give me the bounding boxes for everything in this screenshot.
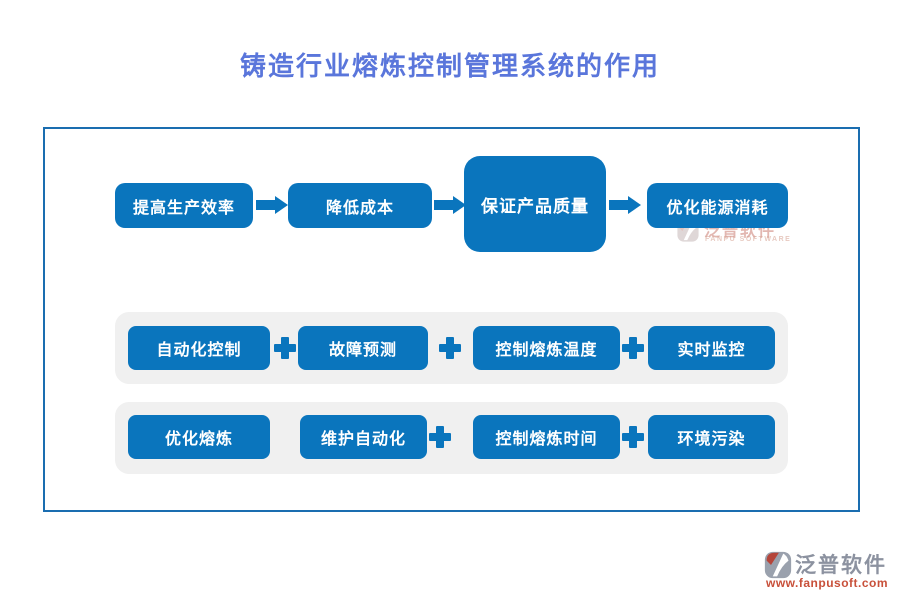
feature-button-environmental-pollution: 环境污染 (648, 415, 775, 459)
feature-button-control-melt-temperature: 控制熔炼温度 (473, 326, 620, 370)
feature-button-maintenance-automation: 维护自动化 (300, 415, 427, 459)
flow-arrow-icon (256, 195, 288, 214)
plus-icon (622, 337, 644, 359)
flow-step-improve-efficiency: 提高生产效率 (115, 183, 253, 228)
feature-button-automation-control: 自动化控制 (128, 326, 270, 370)
page-title: 铸造行业熔炼控制管理系统的作用 (239, 52, 660, 82)
plus-icon (439, 337, 461, 359)
footer-brand-url: www.fanpusoft.com (766, 576, 889, 590)
watermark-brand-subtitle: FANPU SOFTWARE (705, 236, 792, 243)
plus-icon (274, 337, 296, 359)
footer-brand-name: 泛普软件 (795, 552, 887, 577)
plus-icon (622, 426, 644, 448)
flow-step-ensure-quality: 保证产品质量 (464, 156, 606, 252)
plus-icon (429, 426, 451, 448)
flow-step-optimize-energy: 优化能源消耗 (647, 183, 788, 228)
feature-button-control-melt-time: 控制熔炼时间 (473, 415, 620, 459)
feature-button-realtime-monitoring: 实时监控 (648, 326, 775, 370)
fanpu-logo-icon (764, 551, 792, 579)
flow-arrow-icon (434, 195, 466, 214)
flow-step-reduce-cost: 降低成本 (288, 183, 432, 228)
footer-brand: 泛普软件 www.fanpusoft.com (764, 549, 896, 591)
feature-button-optimize-melting: 优化熔炼 (128, 415, 270, 459)
flow-arrow-icon (609, 195, 641, 214)
feature-button-fault-prediction: 故障预测 (298, 326, 428, 370)
